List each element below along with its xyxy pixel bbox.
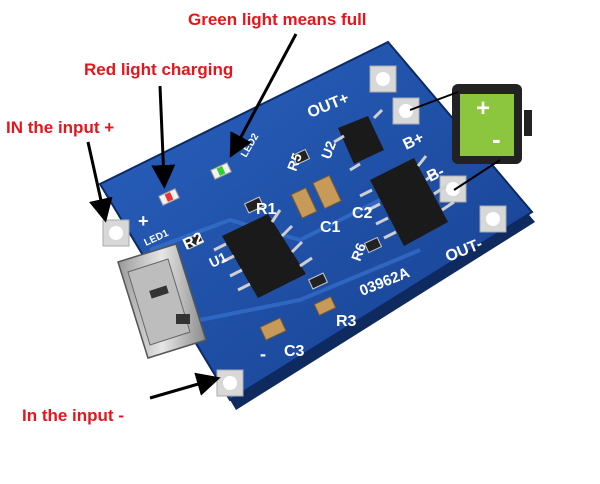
label-red-light: Red light charging: [84, 60, 234, 79]
pad-out-plus: [369, 65, 397, 93]
ic-u1: [213, 209, 313, 298]
silk-u2: U2: [318, 139, 339, 161]
led2-green: [210, 162, 232, 180]
pcb-board: + - LED1 LED2 R1 R2 R3 R5 R6 C1 C2 C3 U1…: [98, 40, 535, 410]
resistor-r3: [307, 272, 329, 290]
silk-c3: C3: [284, 343, 305, 360]
capacitor-c2: [290, 187, 318, 219]
pad-b-plus: [392, 97, 420, 125]
silk-plus: +: [138, 211, 149, 231]
arrow-green-light: [229, 33, 298, 158]
silk-c1: C1: [320, 219, 341, 236]
arrow-in-plus: [86, 141, 113, 223]
silk-r1: R1: [256, 201, 277, 218]
micro-usb-connector: [117, 243, 207, 359]
silk-b-minus: B-: [425, 163, 447, 186]
battery-lead-plus: [409, 91, 459, 111]
capacitor-c3: [259, 317, 287, 341]
battery-icon: + -: [452, 84, 532, 164]
silk-u1: U1: [207, 249, 230, 271]
capacitor-c4: [313, 296, 337, 316]
silk-r5: R5: [284, 151, 305, 173]
arrow-red-light: [151, 85, 176, 189]
pad-b-minus: [439, 175, 467, 203]
resistor-r1: [243, 196, 265, 214]
resistor-r6: [363, 236, 383, 254]
resistor-r2: [183, 232, 205, 250]
resistor-r5: [291, 148, 311, 166]
pad-out-minus: [479, 205, 507, 233]
arrow-in-minus: [149, 372, 221, 400]
silk-r3: R3: [336, 313, 357, 330]
label-in-plus: IN the input +: [6, 118, 115, 137]
ic-u2: [359, 155, 455, 246]
silk-c2: C2: [352, 205, 373, 222]
battery-plus-sign: +: [476, 95, 490, 122]
silk-r6: R6: [348, 241, 369, 263]
battery-minus-sign: -: [492, 124, 501, 154]
silk-minus: -: [260, 344, 266, 364]
pad-in-plus: [102, 219, 130, 247]
label-in-minus: In the input -: [22, 406, 124, 425]
battery-lead-minus: [453, 159, 501, 191]
led1-red: [158, 188, 180, 206]
label-green-light: Green light means full: [188, 10, 367, 29]
transistor-u3: [333, 108, 384, 172]
capacitor-c1: [312, 174, 342, 210]
pad-in-minus: [216, 369, 244, 397]
